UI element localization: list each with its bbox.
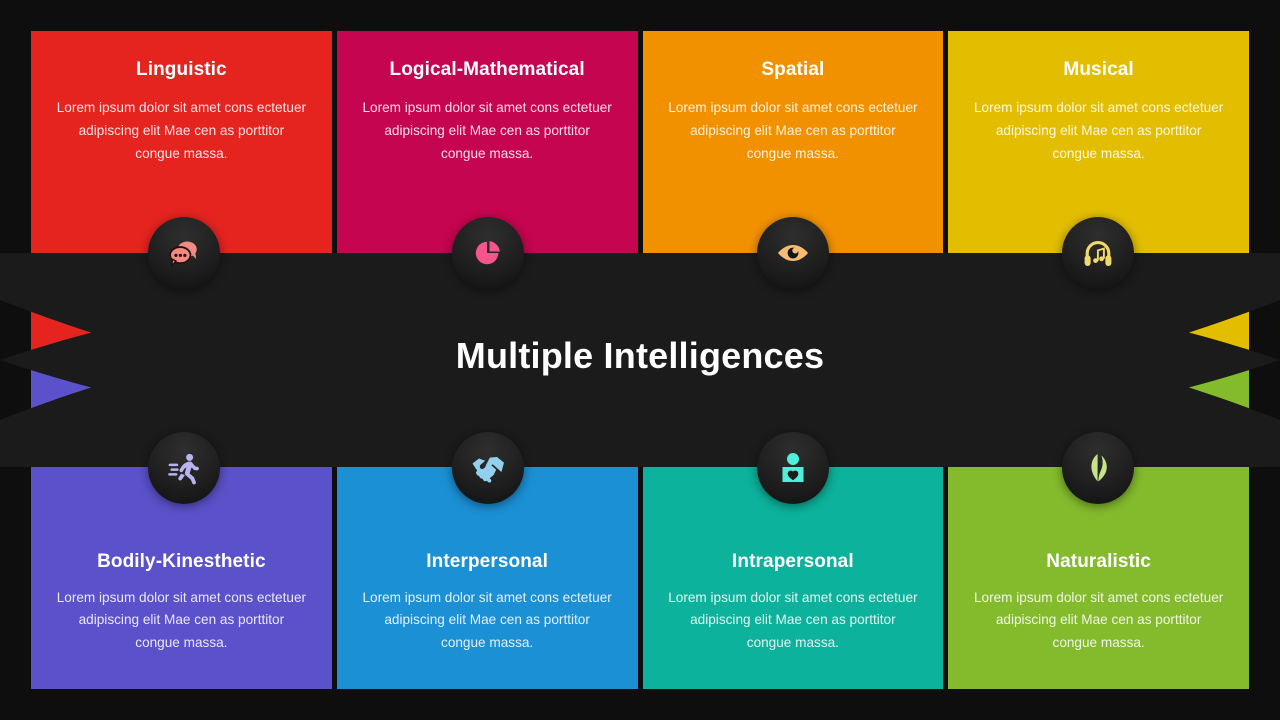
card-description: Lorem ipsum dolor sit amet cons ectetuer… bbox=[668, 589, 918, 651]
card-title: Intrapersonal bbox=[732, 550, 854, 572]
card-title: Bodily-Kinesthetic bbox=[97, 550, 266, 572]
person-heart-icon bbox=[782, 453, 804, 482]
badge-bodily-kinesthetic[interactable] bbox=[148, 432, 220, 504]
card-content: Naturalistic Lorem ipsum dolor sit amet … bbox=[948, 551, 1249, 655]
card-linguistic[interactable]: Linguistic Lorem ipsum dolor sit amet co… bbox=[31, 31, 332, 360]
card-content: Interpersonal Lorem ipsum dolor sit amet… bbox=[337, 551, 638, 655]
card-content: Bodily-Kinesthetic Lorem ipsum dolor sit… bbox=[31, 551, 332, 655]
card-title: Musical bbox=[1063, 59, 1134, 80]
card-content: Musical Lorem ipsum dolor sit amet cons … bbox=[948, 59, 1249, 165]
card-content: Linguistic Lorem ipsum dolor sit amet co… bbox=[31, 59, 332, 165]
card-content: Logical-Mathematical Lorem ipsum dolor s… bbox=[337, 59, 638, 165]
card-description: Lorem ipsum dolor sit amet cons ectetuer… bbox=[973, 100, 1224, 161]
handshake-icon bbox=[472, 457, 504, 483]
card-description: Lorem ipsum dolor sit amet cons ectetuer… bbox=[362, 100, 612, 161]
card-description: Lorem ipsum dolor sit amet cons ectetuer… bbox=[56, 100, 307, 161]
card-content: Intrapersonal Lorem ipsum dolor sit amet… bbox=[643, 551, 944, 655]
card-interpersonal[interactable]: Interpersonal Lorem ipsum dolor sit amet… bbox=[336, 360, 638, 689]
card-musical[interactable]: Musical Lorem ipsum dolor sit amet cons … bbox=[948, 31, 1249, 360]
badge-interpersonal[interactable] bbox=[452, 432, 524, 504]
pie-chart-icon bbox=[475, 241, 500, 265]
headphones-icon bbox=[1084, 241, 1112, 266]
card-description: Lorem ipsum dolor sit amet cons ectetuer… bbox=[973, 589, 1224, 651]
card-content: Spatial Lorem ipsum dolor sit amet cons … bbox=[643, 59, 944, 165]
leaf-icon bbox=[1091, 454, 1107, 482]
card-title: Linguistic bbox=[136, 59, 227, 80]
badge-musical[interactable] bbox=[1062, 217, 1134, 289]
badge-intrapersonal[interactable] bbox=[757, 432, 829, 504]
running-person-icon bbox=[168, 453, 199, 485]
card-title: Naturalistic bbox=[1046, 550, 1151, 572]
badge-logical-mathematical[interactable] bbox=[452, 217, 524, 289]
card-naturalistic[interactable]: Naturalistic Lorem ipsum dolor sit amet … bbox=[948, 360, 1249, 689]
card-description: Lorem ipsum dolor sit amet cons ectetuer… bbox=[668, 100, 918, 161]
card-intrapersonal[interactable]: Intrapersonal Lorem ipsum dolor sit amet… bbox=[642, 360, 944, 689]
badge-linguistic[interactable] bbox=[148, 217, 220, 289]
badge-spatial[interactable] bbox=[757, 217, 829, 289]
chat-bubbles-icon bbox=[169, 241, 197, 268]
badge-naturalistic[interactable] bbox=[1062, 432, 1134, 504]
card-title: Spatial bbox=[761, 59, 825, 80]
eye-icon bbox=[778, 245, 808, 261]
card-logical-mathematical[interactable]: Logical-Mathematical Lorem ipsum dolor s… bbox=[336, 31, 638, 360]
card-title: Interpersonal bbox=[426, 550, 548, 572]
card-title: Logical-Mathematical bbox=[389, 59, 585, 80]
card-description: Lorem ipsum dolor sit amet cons ectetuer… bbox=[56, 589, 307, 651]
card-description: Lorem ipsum dolor sit amet cons ectetuer… bbox=[362, 589, 612, 651]
card-bodily-kinesthetic[interactable]: Bodily-Kinesthetic Lorem ipsum dolor sit… bbox=[31, 360, 332, 689]
card-spatial[interactable]: Spatial Lorem ipsum dolor sit amet cons … bbox=[642, 31, 944, 360]
page-title: Multiple Intelligences bbox=[455, 335, 825, 376]
